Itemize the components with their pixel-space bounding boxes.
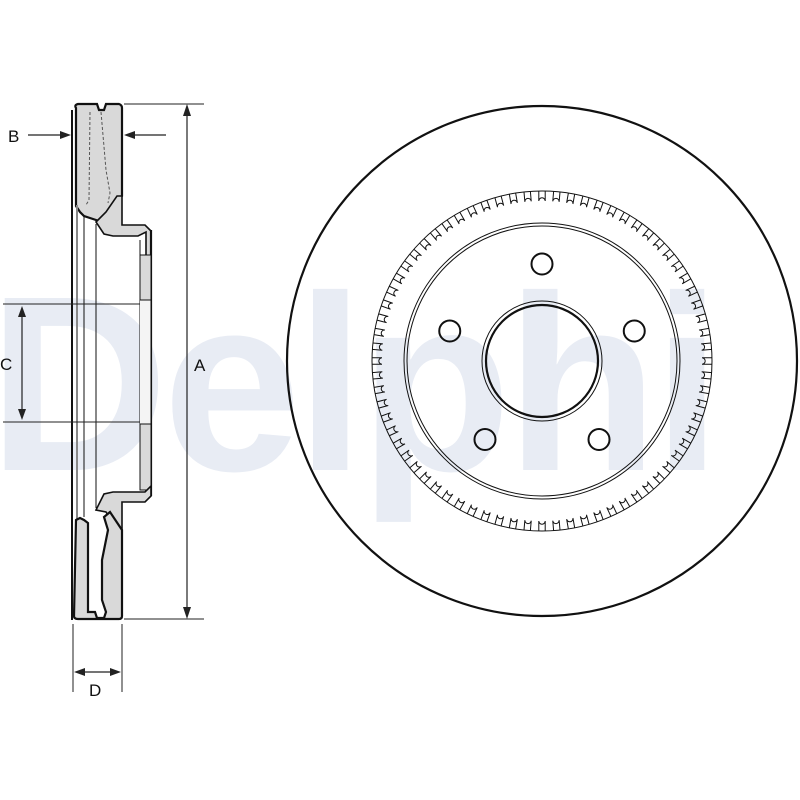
tone-ring-tooth	[441, 219, 454, 233]
tone-ring-tooth	[373, 327, 386, 337]
tone-ring-tooth	[579, 514, 590, 527]
tone-ring-tooth	[662, 461, 675, 474]
tone-ring-outer	[371, 190, 713, 532]
watermark: Delphi	[0, 244, 722, 523]
tone-ring-tooth	[409, 248, 422, 261]
tone-ring-tooth	[662, 248, 675, 261]
tone-ring-tooth	[691, 299, 704, 310]
tone-ring-tooth	[392, 272, 406, 285]
tone-ring-tooth	[376, 313, 389, 324]
tone-ring-tooth	[419, 238, 432, 251]
tone-ring-tooth	[480, 510, 491, 523]
dimension-label-c: C	[0, 355, 12, 374]
tone-ring-tooth	[618, 497, 631, 511]
tone-ring-tooth	[494, 195, 505, 208]
dimension-labels: B C A D	[0, 127, 206, 700]
tone-ring-tooth	[453, 497, 466, 511]
tone-ring-tooth	[606, 504, 618, 517]
tone-ring-tooth	[538, 520, 546, 531]
bolt-holes	[438, 252, 646, 451]
tone-ring-tooth	[652, 471, 665, 484]
tone-ring-tooth	[400, 449, 414, 462]
tone-ring-tooth	[695, 313, 708, 324]
tone-ring-tooth	[579, 195, 590, 208]
dimension-label-a: A	[194, 356, 206, 375]
friction-ring-bottom	[72, 510, 124, 621]
bolt-hole	[473, 427, 497, 451]
tone-ring-tooth	[466, 504, 478, 517]
tone-ring-tooth	[670, 449, 684, 462]
front-view	[285, 104, 799, 618]
dimension-lines	[3, 103, 204, 692]
tone-ring-tooth	[701, 357, 712, 365]
tone-ring-tooth	[508, 192, 518, 205]
tone-ring-tooth	[618, 211, 631, 225]
tone-ring-tooth	[652, 238, 665, 251]
disc-outer-edge	[285, 104, 799, 618]
tone-ring-tooth	[698, 385, 711, 395]
tone-ring-tooth	[701, 371, 712, 380]
centre-bore	[481, 300, 603, 422]
tone-ring-tooth	[642, 481, 655, 494]
tone-ring-tooth	[566, 192, 576, 205]
tone-ring-tooth	[523, 520, 532, 531]
tone-ring-tooth	[593, 510, 604, 523]
tone-ring-tooth	[480, 199, 491, 212]
watermark-text: Delphi	[0, 244, 716, 523]
side-section-view	[71, 102, 153, 621]
tone-ring-tooth	[523, 191, 532, 202]
hat-outer-edge	[403, 222, 681, 500]
tone-ring-tooth	[372, 371, 383, 380]
tone-ring-tooth	[701, 342, 712, 351]
tone-ring-tooth	[419, 471, 432, 484]
bolt-hole	[587, 427, 611, 451]
tone-ring-tooth	[630, 219, 643, 233]
tone-ring-tooth	[372, 342, 383, 351]
dimension-label-b: B	[8, 127, 19, 146]
tone-ring-tooth	[606, 205, 618, 218]
tone-ring-tooth	[376, 398, 389, 409]
tone-ring-tooth	[380, 299, 393, 310]
tone-ring-tooth	[386, 285, 399, 297]
tone-ring-tooth	[678, 272, 692, 285]
tone-ring-tooth	[494, 514, 505, 527]
tone-ring-tooth	[508, 517, 518, 530]
tone-ring-tooth	[453, 211, 466, 225]
tone-ring-teeth	[372, 191, 712, 531]
tone-ring-tooth	[685, 425, 698, 437]
bolt-hole	[438, 319, 462, 343]
tone-ring-tooth	[670, 260, 684, 273]
tone-ring-tooth	[466, 205, 478, 218]
tone-ring-tooth	[691, 412, 704, 423]
tone-ring-tooth	[630, 489, 643, 503]
tone-ring-tooth	[593, 199, 604, 212]
tone-ring-tooth	[380, 412, 393, 423]
tone-ring-tooth	[642, 228, 655, 241]
bolt-hole	[622, 319, 646, 343]
tone-ring-tooth	[552, 191, 561, 202]
dimension-label-d: D	[89, 681, 101, 700]
tone-ring-tooth	[373, 385, 386, 395]
tone-ring-tooth	[538, 191, 546, 202]
tone-ring-tooth	[392, 437, 406, 450]
tone-ring-tooth	[695, 398, 708, 409]
tone-ring-tooth	[685, 285, 698, 297]
tone-ring-tooth	[698, 327, 711, 337]
tone-ring-tooth	[400, 260, 414, 273]
tone-ring-tooth	[429, 481, 442, 494]
tone-ring-tooth	[372, 357, 383, 365]
bolt-hole	[530, 252, 554, 276]
tone-ring-tooth	[429, 228, 442, 241]
tone-ring-tooth	[409, 461, 422, 474]
tone-ring-tooth	[552, 520, 561, 531]
tone-ring-tooth	[678, 437, 692, 450]
tone-ring-tooth	[566, 517, 576, 530]
tone-ring-tooth	[386, 425, 399, 437]
tone-ring-tooth	[441, 489, 454, 503]
